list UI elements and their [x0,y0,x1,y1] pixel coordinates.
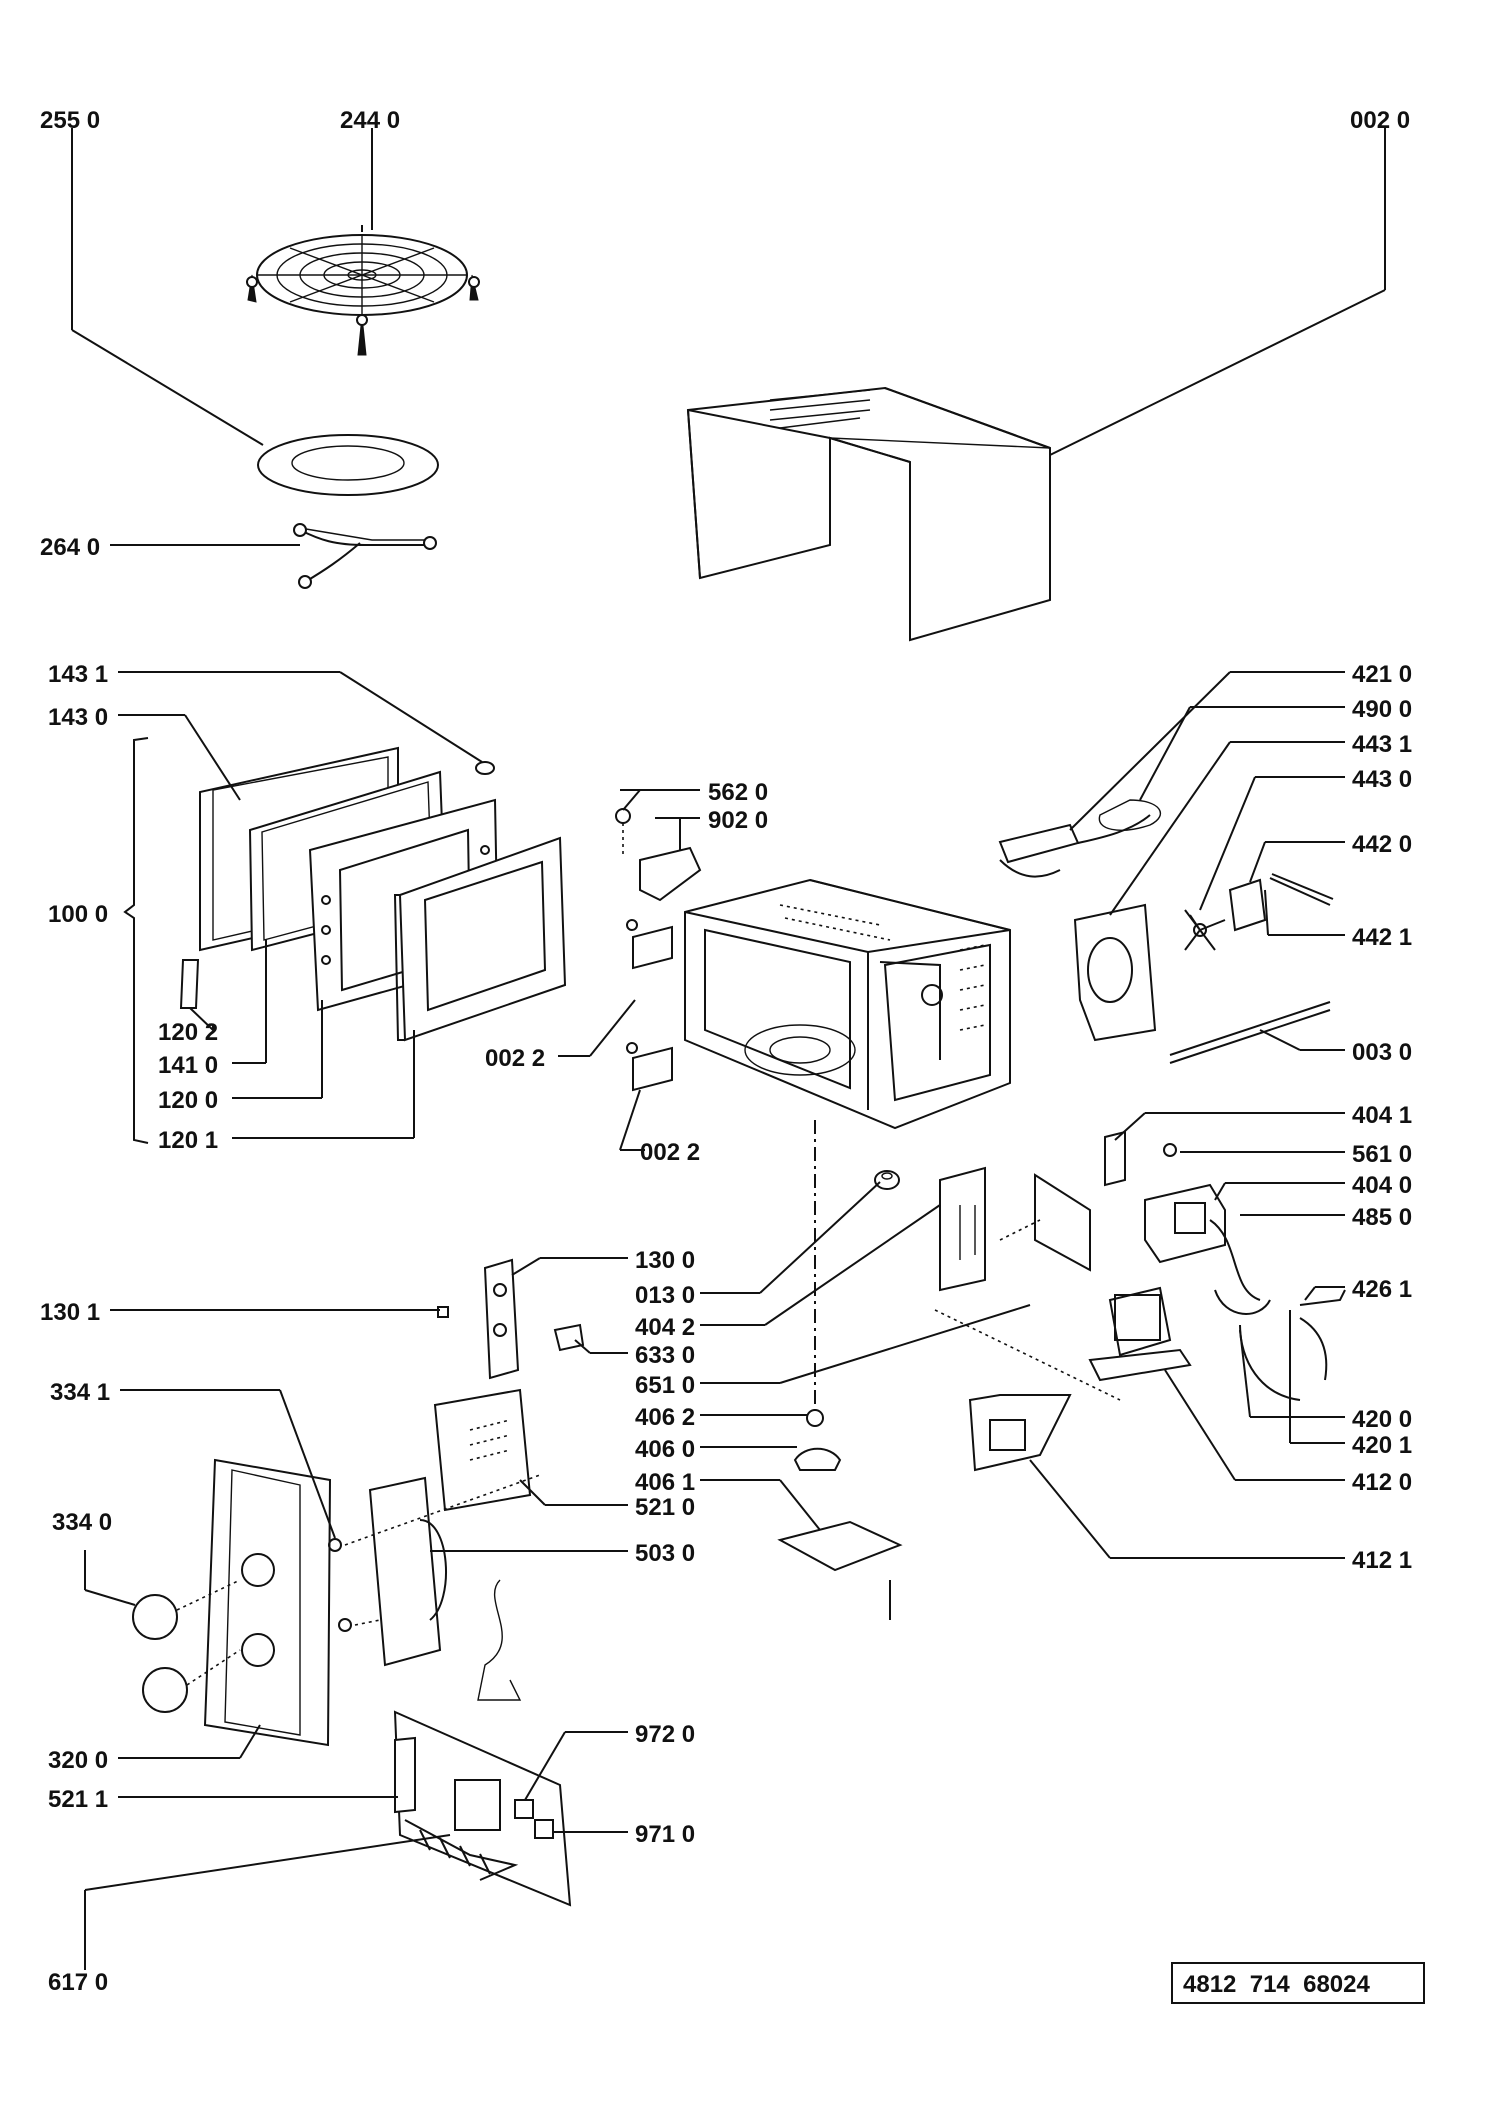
label-485-0: 485 0 [1352,1204,1412,1231]
label-002-2-b: 002 2 [640,1139,700,1166]
oven-cavity-drawing [615,808,1011,1415]
label-412-0: 412 0 [1352,1469,1412,1496]
label-561-0: 561 0 [1352,1141,1412,1168]
label-490-0: 490 0 [1352,696,1412,723]
label-334-0: 334 0 [52,1509,112,1536]
control-panel-drawing [132,1258,585,1907]
label-633-0: 633 0 [635,1342,695,1369]
turntable-motor-drawing [777,1409,903,1620]
label-120-0: 120 0 [158,1087,218,1114]
label-443-0: 443 0 [1352,766,1412,793]
label-443-1: 443 1 [1352,731,1412,758]
label-100-0: 100 0 [48,901,108,928]
label-334-1: 334 1 [50,1379,110,1406]
label-404-2: 404 2 [635,1314,695,1341]
label-971-0: 971 0 [635,1821,695,1848]
door-assembly-drawing [123,737,567,1144]
leader-lines [71,128,1386,1970]
label-420-1: 420 1 [1352,1432,1412,1459]
label-406-0: 406 0 [635,1436,695,1463]
right-components-drawing [934,799,1346,1472]
label-120-1: 120 1 [158,1127,218,1154]
outer-cover-drawing [686,386,1051,642]
label-421-0: 421 0 [1352,661,1412,688]
label-406-2: 406 2 [635,1404,695,1431]
label-130-1: 130 1 [40,1299,100,1326]
label-406-1: 406 1 [635,1469,695,1496]
label-264-0: 264 0 [40,534,100,561]
label-130-0: 130 0 [635,1247,695,1274]
document-number-box: 4812 714 68024 [1171,1962,1425,2004]
label-002-0: 002 0 [1350,107,1410,134]
label-255-0: 255 0 [40,107,100,134]
document-number: 4812 714 68024 [1183,1971,1370,1998]
label-320-0: 320 0 [48,1747,108,1774]
label-141-0: 141 0 [158,1052,218,1079]
label-972-0: 972 0 [635,1721,695,1748]
label-426-1: 426 1 [1352,1276,1412,1303]
grill-rack-drawing [246,225,480,356]
roller-support-drawing [293,523,437,589]
label-521-0: 521 0 [635,1494,695,1521]
label-003-0: 003 0 [1352,1039,1412,1066]
label-442-1: 442 1 [1352,924,1412,951]
label-521-1: 521 1 [48,1786,108,1813]
part-labels: 255 0 244 0 002 0 264 0 143 1 143 0 100 … [40,107,1412,1996]
label-902-0: 902 0 [708,807,768,834]
label-013-0: 013 0 [635,1282,695,1309]
label-002-2-a: 002 2 [485,1045,545,1072]
label-412-1: 412 1 [1352,1547,1412,1574]
label-120-2: 120 2 [158,1019,218,1046]
label-651-0: 651 0 [635,1372,695,1399]
label-143-0: 143 0 [48,704,108,731]
label-404-1: 404 1 [1352,1102,1412,1129]
label-442-0: 442 0 [1352,831,1412,858]
label-503-0: 503 0 [635,1540,695,1567]
label-420-0: 420 0 [1352,1406,1412,1433]
label-244-0: 244 0 [340,107,400,134]
label-562-0: 562 0 [708,779,768,806]
turntable-plate-drawing [257,434,439,496]
label-617-0: 617 0 [48,1969,108,1996]
label-404-0: 404 0 [1352,1172,1412,1199]
label-143-1: 143 1 [48,661,108,688]
